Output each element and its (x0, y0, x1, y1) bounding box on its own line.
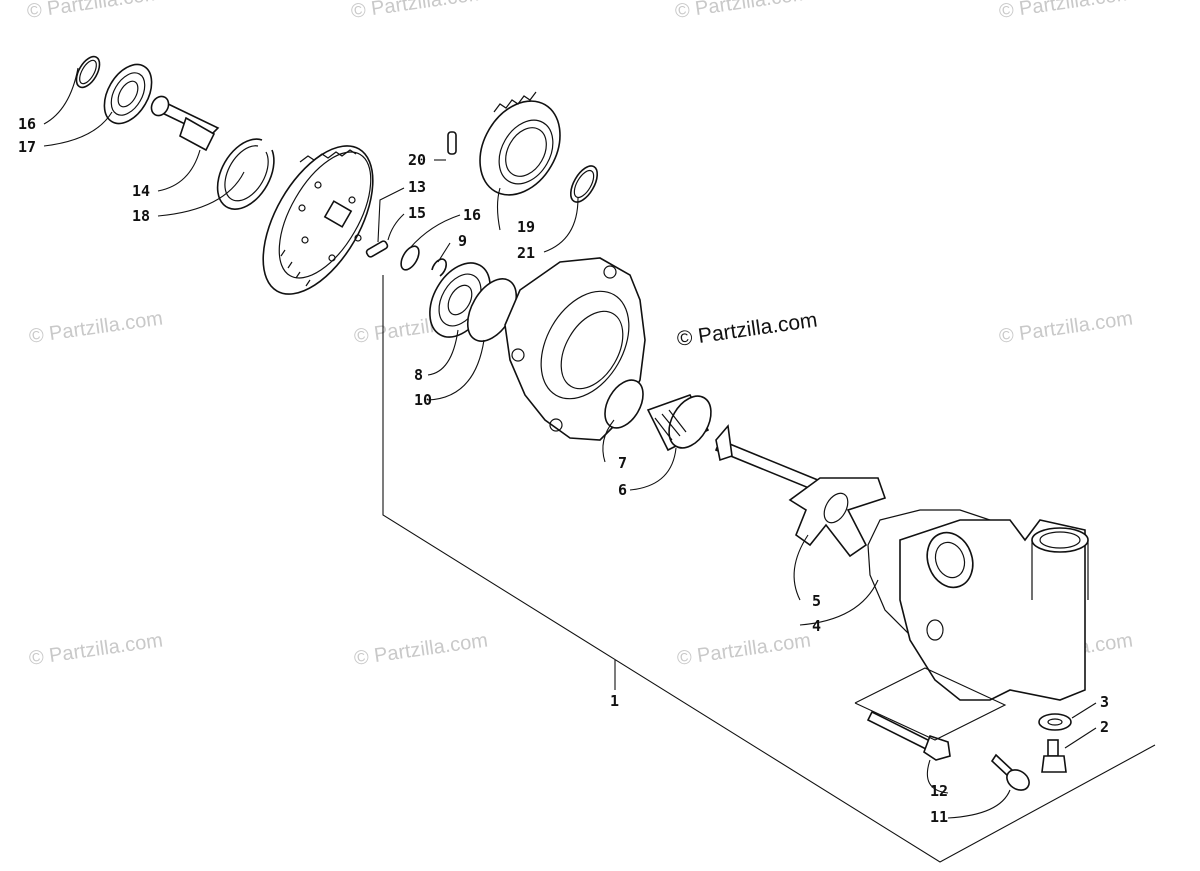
callout-11: 11 (930, 808, 948, 826)
callout-5: 5 (812, 592, 821, 610)
idler-gear-19 (479, 91, 561, 196)
watermark: © Partzilla.com (998, 0, 1135, 23)
circlip-18 (216, 138, 275, 210)
bearing-17 (103, 63, 153, 125)
watermark: © Partzilla.com (674, 0, 811, 23)
watermark: © Partzilla.com (26, 0, 163, 23)
snap-ring-16b (400, 245, 420, 271)
pump-cover (899, 519, 1089, 701)
drive-gear-13 (262, 145, 374, 295)
bolt-group-bracket (854, 667, 1007, 741)
callout-17: 17 (18, 138, 36, 156)
callout-19: 19 (517, 218, 535, 236)
snap-ring-16 (75, 55, 101, 89)
callout-12: 12 (930, 782, 948, 800)
watermark: © Partzilla.com (353, 629, 490, 670)
callout-13: 13 (408, 178, 426, 196)
callout-16-mid: 16 (463, 206, 481, 224)
callout-18: 18 (132, 207, 150, 225)
shaft-14 (150, 95, 220, 152)
callout-1: 1 (610, 692, 619, 710)
clip-9 (431, 258, 447, 277)
callout-6: 6 (618, 481, 627, 499)
washer-3 (1038, 713, 1072, 731)
bolt-11 (990, 753, 1030, 791)
watermark: © Partzilla.com (28, 629, 165, 670)
callout-20: 20 (408, 151, 426, 169)
snap-ring-21 (569, 165, 599, 203)
watermark: © Partzilla.com (28, 307, 165, 348)
main-watermark: © Partzilla.com (675, 308, 818, 350)
callout-9: 9 (458, 232, 467, 250)
callout-21: 21 (517, 244, 535, 262)
leader-lines (43, 67, 1097, 819)
bolt-12 (866, 710, 951, 761)
impeller-5 (714, 424, 887, 558)
callout-4: 4 (812, 617, 821, 635)
callout-7: 7 (618, 454, 627, 472)
mechanical-seal-6 (646, 394, 712, 452)
assembly-bracket (382, 275, 1156, 863)
callout-15: 15 (408, 204, 426, 222)
pin-15 (365, 240, 389, 258)
watermark: © Partzilla.com (350, 0, 487, 23)
watermark: © Partzilla.com (998, 307, 1135, 348)
callout-8: 8 (414, 366, 423, 384)
watermark: © Partzilla.com (676, 629, 813, 670)
callout-2: 2 (1100, 718, 1109, 736)
callout-14: 14 (132, 182, 150, 200)
callout-10: 10 (414, 391, 432, 409)
drain-bolt-2 (1041, 739, 1067, 773)
callout-labels: 16 17 14 18 20 13 15 16 9 19 21 8 10 7 6… (18, 115, 1109, 826)
pin-20 (447, 131, 457, 155)
callout-16-top: 16 (18, 115, 36, 133)
callout-3: 3 (1100, 693, 1109, 711)
seal-7 (604, 379, 644, 429)
